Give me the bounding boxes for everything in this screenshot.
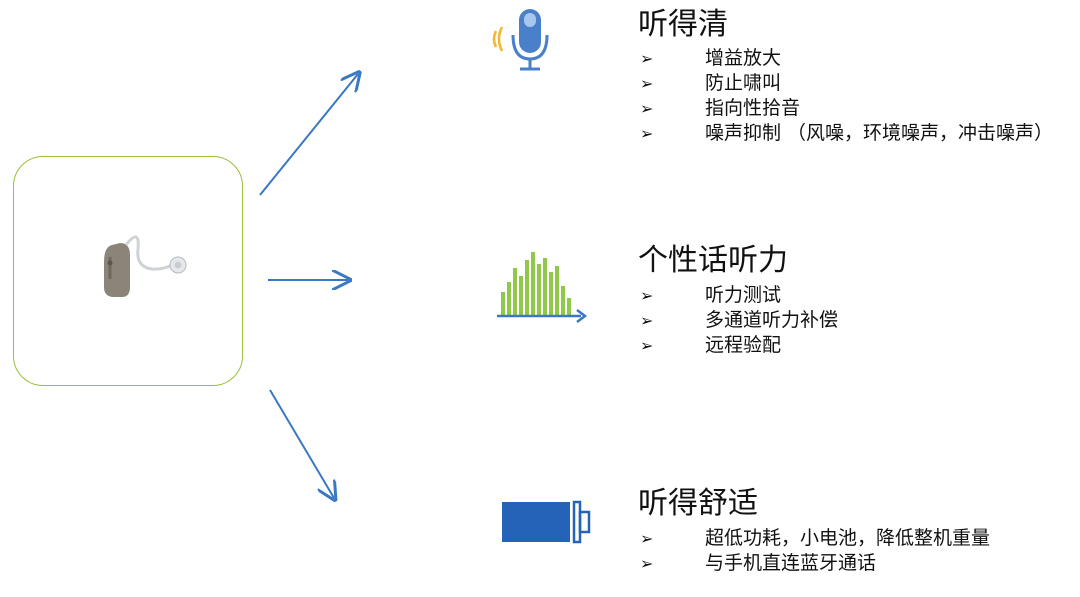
list-item: ➢与手机直连蓝牙通话 <box>640 552 877 574</box>
frequency-bars-icon <box>497 252 588 323</box>
list-item: ➢远程验配 <box>640 334 782 356</box>
bullet-arrow-icon: ➢ <box>640 74 654 93</box>
list-item: ➢指向性拾音 <box>640 97 801 119</box>
bullet-arrow-icon: ➢ <box>640 49 654 68</box>
bullet-list-comfort: ➢超低功耗，小电池，降低整机重量 ➢与手机直连蓝牙通话 <box>640 526 990 576</box>
section-title-comfort: 听得舒适 <box>638 486 758 521</box>
bullet-arrow-icon: ➢ <box>640 99 654 118</box>
list-item: ➢多通道听力补偿 <box>640 309 839 331</box>
hearing-aid-icon <box>104 235 187 297</box>
battery-icon <box>502 500 591 544</box>
bullet-list-clear-hearing: ➢增益放大 ➢防止啸叫 ➢指向性拾音 ➢噪声抑制 （风噪，环境噪声，冲击噪声） <box>640 46 1065 146</box>
bullet-arrow-icon: ➢ <box>640 554 654 573</box>
connector-arrows <box>259 60 380 520</box>
list-item: ➢超低功耗，小电池，降低整机重量 <box>640 527 991 549</box>
bullet-arrow-icon: ➢ <box>640 529 654 548</box>
bullet-arrow-icon: ➢ <box>640 311 654 330</box>
bullet-arrow-icon: ➢ <box>640 336 654 355</box>
list-item: ➢噪声抑制 （风噪，环境噪声，冲击噪声） <box>640 122 1054 144</box>
list-item: ➢增益放大 <box>640 47 782 69</box>
list-item: ➢听力测试 <box>640 284 782 306</box>
bullet-arrow-icon: ➢ <box>640 286 654 305</box>
arrow-to-comfort <box>269 389 334 498</box>
bullet-arrow-icon: ➢ <box>640 124 654 143</box>
section-title-clear-hearing: 听得清 <box>638 7 728 42</box>
bullet-list-personalized-hearing: ➢听力测试 ➢多通道听力补偿 ➢远程验配 <box>640 283 838 358</box>
hearing-aid-panel <box>13 156 243 386</box>
microphone-icon <box>492 9 549 71</box>
section-title-personalized-hearing: 个性话听力 <box>638 243 788 278</box>
arrow-to-clear-hearing <box>259 74 358 196</box>
list-item: ➢防止啸叫 <box>640 72 782 94</box>
